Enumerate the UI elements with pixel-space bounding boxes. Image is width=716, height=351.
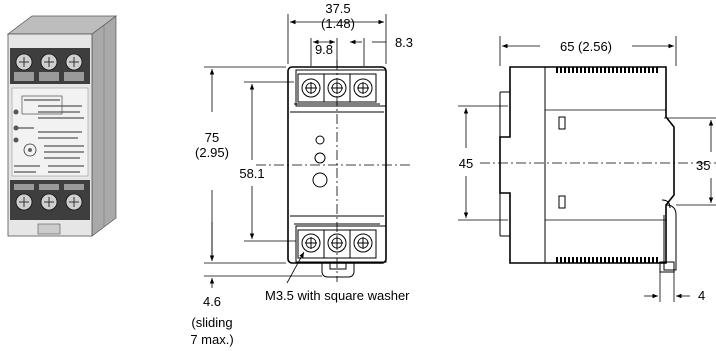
side-left-height-label: 45 (459, 156, 473, 171)
rail-thickness-label: 4 (698, 288, 705, 303)
bottom-offset-label: 4.6 (203, 294, 221, 309)
indicator-icon (314, 152, 326, 164)
screw-icon (301, 78, 321, 98)
screw-icon (353, 78, 373, 98)
side-depth-label: 65 (2.56) (560, 39, 612, 54)
indicator-icon (315, 135, 325, 145)
terminal-note-label: M3.5 with square washer (265, 288, 410, 303)
edge-offset-label: 8.3 (395, 35, 413, 50)
lower-terminal-block (295, 225, 387, 263)
terminal-pitch-label: 9.8 (315, 42, 333, 57)
screw-icon (327, 233, 347, 253)
upper-terminal-block (295, 69, 387, 107)
screw-icon (301, 233, 321, 253)
screw-icon (353, 233, 373, 253)
front-view: 37.5 (1.48) 9.8 8.3 (190, 1, 413, 347)
adjust-pot-icon (312, 172, 328, 188)
front-height-mm-label: 75 (205, 130, 219, 145)
product-photo (6, 15, 118, 237)
front-height-in-label: (2.95) (195, 145, 229, 160)
side-view: 65 (2.56) 45 35 (458, 36, 716, 303)
inner-height-label: 58.1 (239, 166, 264, 181)
sliding-note-line1: (sliding (191, 315, 232, 330)
rail-height-label: 35 (696, 158, 710, 173)
front-width-mm-label: 37.5 (325, 1, 350, 16)
front-width-in-label: (1.48) (321, 16, 355, 31)
sliding-note-line2: 7 max.) (190, 332, 233, 347)
